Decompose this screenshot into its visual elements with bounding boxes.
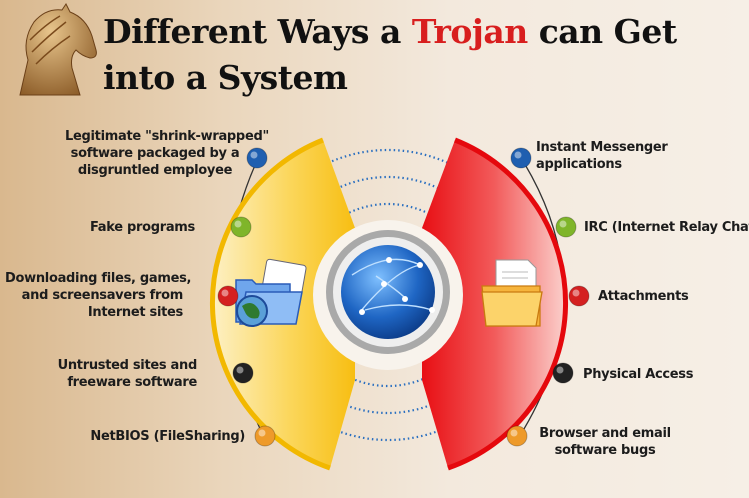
label-line: disgruntled employee: [77, 163, 233, 178]
bullet-highlight: [559, 220, 567, 228]
trojan-horse-logo: [19, 3, 97, 96]
right-bullet-dot: [555, 216, 577, 238]
label-line: Untrusted sites and: [57, 358, 198, 373]
bullet-highlight: [234, 220, 242, 228]
right-bullet-dot: [568, 285, 590, 307]
label-line: Instant Messenger: [536, 140, 668, 155]
label-line: Attachments: [598, 289, 689, 304]
left-item-legitimate-software: Legitimate "shrink-wrapped" software pac…: [65, 128, 269, 179]
title-text-end: can Get: [527, 12, 677, 51]
label-line: Internet sites: [87, 305, 183, 320]
dotted-arc: [344, 202, 432, 216]
right-item-physical-access: Physical Access: [583, 366, 733, 383]
right-item-irc: IRC (Internet Relay Chat): [584, 219, 749, 236]
label-line: software bugs: [554, 443, 656, 458]
left-item-netbios: NetBIOS (FileSharing): [60, 428, 245, 445]
bullet-highlight: [556, 366, 564, 374]
dotted-arc: [332, 398, 444, 415]
title-line-1: Different Ways a Trojan can Get: [103, 12, 677, 51]
right-item-attachments: Attachments: [598, 288, 738, 305]
dotted-arc: [332, 175, 444, 192]
folder-globe-icon: [235, 258, 307, 327]
label-line: Physical Access: [583, 367, 694, 382]
label-line: freeware software: [67, 375, 197, 390]
title-text: Different Ways a: [103, 12, 412, 51]
title-highlight-trojan: Trojan: [411, 12, 528, 51]
left-item-untrusted-sites: Untrusted sites and freeware software: [40, 357, 198, 391]
right-bullet-dot: [552, 362, 574, 384]
label-line: IRC (Internet Relay Chat): [584, 220, 749, 235]
title-line-2: into a System: [103, 58, 348, 97]
bullet-highlight: [510, 429, 518, 437]
label-line: NetBIOS (FileSharing): [90, 429, 245, 444]
left-item-fake-programs: Fake programs: [40, 219, 195, 236]
globe-network-icon: [341, 245, 435, 339]
label-line: Browser and email: [539, 426, 671, 441]
bullet-dots: [217, 147, 590, 447]
folder-document-icon: [481, 259, 543, 327]
right-bullet-dot: [506, 425, 528, 447]
label-line: software packaged by a: [70, 146, 240, 161]
dotted-arc: [344, 374, 432, 388]
left-bullet-dot: [246, 147, 268, 169]
left-bullet-dot: [230, 216, 252, 238]
label-line: Fake programs: [89, 220, 195, 235]
label-line: applications: [536, 157, 622, 172]
right-item-browser-bugs: Browser and email software bugs: [530, 425, 680, 459]
left-item-downloading-files: Downloading files, games, and screensave…: [5, 270, 192, 321]
left-bullet-dot: [217, 285, 239, 307]
bullet-highlight: [236, 366, 244, 374]
dotted-signal-arcs: [319, 148, 457, 442]
dotted-arc: [319, 148, 457, 168]
bullet-highlight: [514, 151, 522, 159]
bullet-highlight: [221, 289, 229, 297]
label-line: and screensavers from: [21, 288, 184, 303]
right-bullet-dot: [510, 147, 532, 169]
left-bullet-dot: [232, 362, 254, 384]
label-line: Downloading files, games,: [5, 271, 192, 286]
left-bullet-dot: [254, 425, 276, 447]
bullet-highlight: [250, 151, 258, 159]
right-item-instant-messenger: Instant Messenger applications: [536, 139, 716, 173]
label-line: Legitimate "shrink-wrapped": [65, 129, 269, 144]
bullet-highlight: [258, 429, 266, 437]
bullet-highlight: [572, 289, 580, 297]
